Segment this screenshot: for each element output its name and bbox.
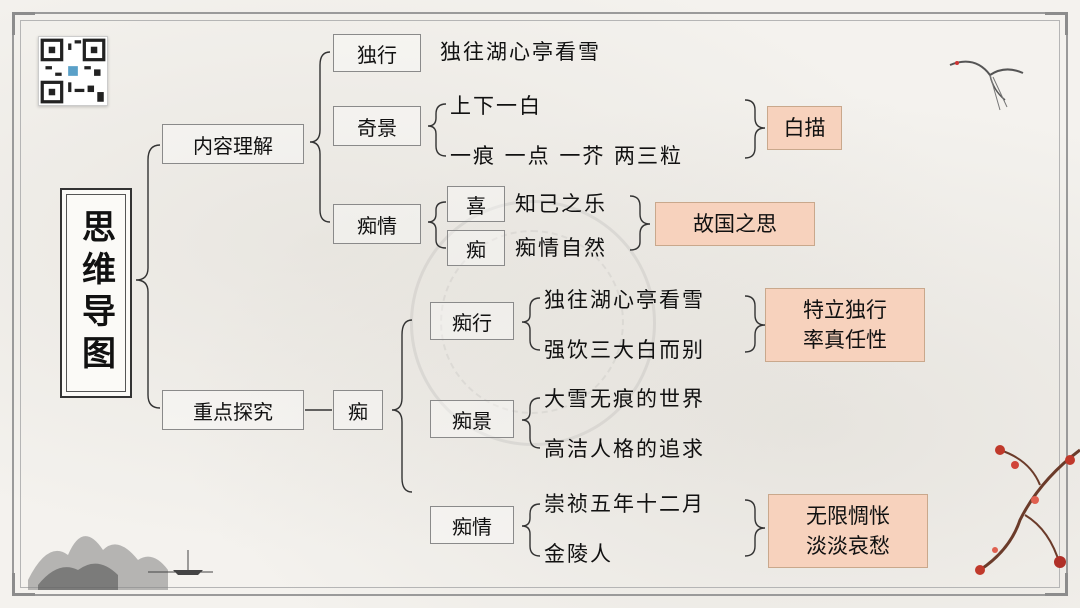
text-chiqing-line2: 金陵人 — [544, 542, 613, 566]
node-xi: 喜 — [447, 186, 505, 222]
outer-frame — [12, 12, 1068, 596]
node-content-understanding: 内容理解 — [162, 124, 304, 164]
text-qijing-line2: 一痕 一点 一芥 两三粒 — [450, 144, 684, 168]
corner-ornament — [12, 12, 35, 35]
inner-frame — [20, 20, 1060, 588]
text-chi-small: 痴情自然 — [515, 236, 607, 260]
corner-ornament — [1045, 573, 1068, 596]
node-chijing: 痴景 — [430, 400, 514, 438]
corner-ornament — [12, 573, 35, 596]
summary-telidu-line2: 率真任性 — [803, 328, 887, 352]
text-chixing-line2: 强饮三大白而别 — [544, 338, 705, 362]
title-scroll-frame — [60, 188, 132, 398]
text-chijing-line2: 高洁人格的追求 — [544, 437, 705, 461]
text-qijing-line1: 上下一白 — [450, 94, 542, 118]
text-chiqing-line1: 崇祯五年十二月 — [544, 492, 705, 516]
node-chiqing-focus: 痴情 — [430, 506, 514, 544]
corner-ornament — [1045, 12, 1068, 35]
crane-icon — [949, 60, 1024, 111]
node-chixing: 痴行 — [430, 302, 514, 340]
node-chi-main: 痴 — [333, 390, 383, 430]
title-scroll-inner — [66, 194, 126, 392]
summary-baimiao: 白描 — [767, 106, 842, 150]
text-chijing-line1: 大雪无痕的世界 — [544, 387, 705, 411]
text-chixing-line1: 独往湖心亭看雪 — [544, 288, 705, 312]
text-xi: 知己之乐 — [515, 192, 607, 216]
summary-guguo: 故国之思 — [655, 202, 815, 246]
mindmap-title: 思维导图 — [75, 209, 116, 377]
text-duxing: 独往湖心亭看雪 — [440, 40, 601, 64]
summary-wuxian: 无限惆怅 淡淡哀愁 — [768, 494, 928, 568]
summary-telidu-line1: 特立独行 — [803, 298, 887, 322]
node-qijing: 奇景 — [333, 106, 421, 146]
qr-code-icon — [38, 36, 108, 106]
node-key-exploration: 重点探究 — [162, 390, 304, 430]
summary-telidu: 特立独行 率真任性 — [765, 288, 925, 362]
node-duxing: 独行 — [333, 34, 421, 72]
summary-wuxian-line1: 无限惆怅 — [806, 504, 890, 528]
landscape-painting-icon — [28, 536, 213, 590]
node-chiqing-content: 痴情 — [333, 204, 421, 244]
summary-wuxian-line2: 淡淡哀愁 — [806, 534, 890, 558]
node-chi-small: 痴 — [447, 230, 505, 266]
plum-blossom-icon — [975, 445, 1080, 575]
